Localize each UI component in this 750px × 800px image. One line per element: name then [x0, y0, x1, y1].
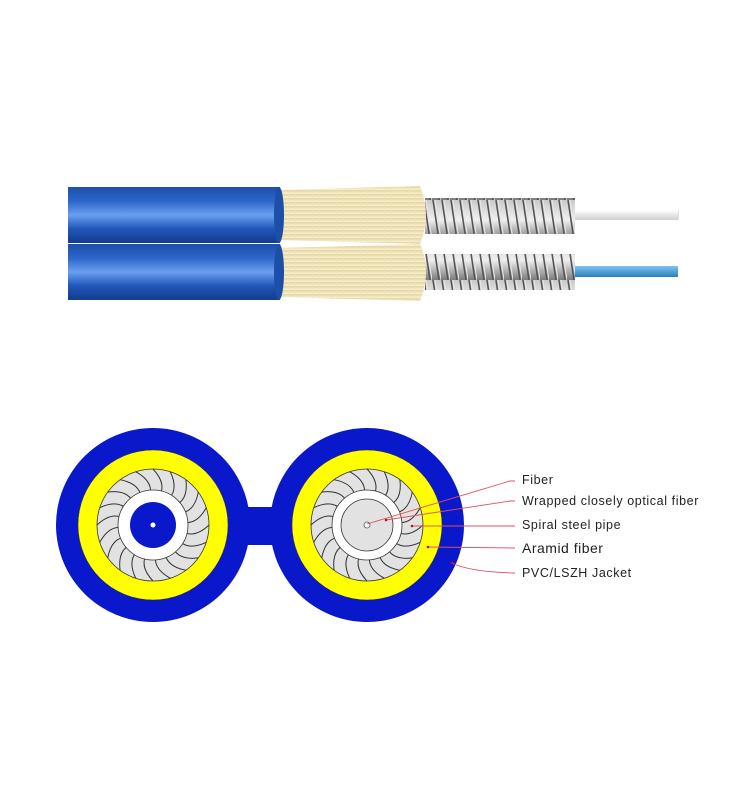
upper-aramid [278, 186, 426, 244]
upper-jacket [68, 187, 280, 243]
upper-steel-pipe [425, 198, 575, 234]
left-fiber-core [150, 522, 156, 528]
lower-steel-pipe [425, 254, 575, 290]
right-unit [270, 428, 464, 622]
label-jacket: PVC/LSZH Jacket [522, 566, 632, 580]
upper-cable [68, 186, 679, 244]
side-view-cable [68, 186, 679, 301]
lower-fiber [560, 266, 678, 277]
lower-jacket [68, 244, 280, 300]
leader-lines [366, 480, 516, 574]
left-unit [56, 428, 250, 622]
lower-cable [68, 244, 678, 301]
lower-aramid [278, 244, 426, 301]
label-aramid-fiber: Aramid fiber [522, 540, 604, 556]
label-wrapped-fiber: Wrapped closely optical fiber [522, 494, 699, 508]
cross-section [56, 428, 516, 622]
upper-fiber [560, 210, 678, 220]
label-steel-pipe: Spiral steel pipe [522, 518, 622, 532]
label-fiber: Fiber [522, 473, 554, 487]
